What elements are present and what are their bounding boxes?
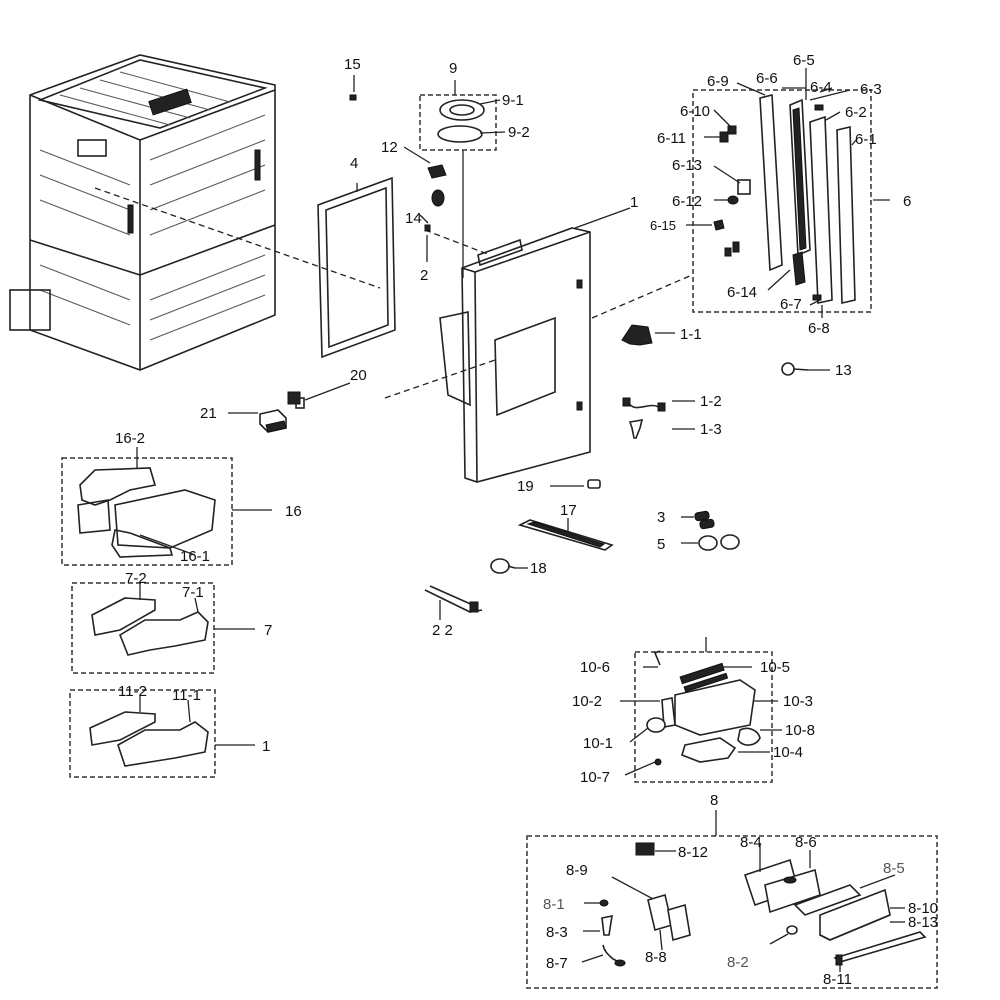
switch-21: [228, 409, 287, 433]
label-6-5: 6-5: [793, 52, 815, 69]
label-11-2: 11-2: [118, 683, 147, 700]
dispenser-group-8: [526, 810, 938, 989]
label-10-6: 10-6: [580, 659, 610, 676]
label-16-1: 16-1: [180, 548, 210, 565]
label-1-2: 1-2: [700, 393, 722, 410]
screw-13: [781, 362, 830, 376]
label-16-2: 16-2: [115, 430, 145, 447]
label-8-3: 8-3: [546, 924, 568, 941]
bin-group-11: [69, 689, 255, 778]
clips-3: [681, 510, 715, 530]
cap-assembly-9: [419, 80, 506, 151]
label-1-1: 1-1: [680, 326, 702, 343]
label-10-7: 10-7: [580, 769, 610, 786]
label-11: 1: [262, 738, 270, 755]
label-8-13: 8-13: [908, 914, 938, 931]
sensor-20: [287, 382, 351, 409]
label-10-8: 10-8: [785, 722, 815, 739]
caps-5: [681, 534, 740, 551]
label-13: 13: [835, 362, 852, 379]
label-8-7: 8-7: [546, 955, 568, 972]
label-9-1: 9-1: [502, 92, 524, 109]
hinge-parts-12-14: [403, 146, 447, 262]
label-10-5: 10-5: [760, 659, 790, 676]
label-12: 12: [381, 139, 398, 156]
label-3: 3: [657, 509, 665, 526]
label-6-11: 6-11: [657, 130, 686, 147]
label-1-3: 1-3: [700, 421, 722, 438]
label-10-3: 10-3: [783, 693, 813, 710]
part-15: [349, 94, 357, 101]
label-6-14: 6-14: [727, 284, 757, 301]
label-8-11: 8-11: [823, 971, 852, 988]
trim-group-6: [686, 68, 890, 318]
label-7-1: 7-1: [182, 584, 204, 601]
cabinet: [9, 54, 276, 371]
hinge-cover-1-1: [621, 324, 675, 346]
strip-17: [517, 518, 614, 551]
label-8-5: 8-5: [883, 860, 905, 877]
label-2: 2: [420, 267, 428, 284]
label-21: 21: [200, 405, 217, 422]
leader-cabinet-gasket: [94, 187, 381, 289]
label-7: 7: [264, 622, 272, 639]
label-14: 14: [405, 210, 422, 227]
label-6-8: 6-8: [808, 320, 830, 337]
bin-group-7: [71, 582, 255, 674]
label-6-9: 6-9: [707, 73, 729, 90]
label-18: 18: [530, 560, 547, 577]
label-17: 17: [560, 502, 577, 519]
label-6-15: 6-15: [650, 218, 676, 233]
label-6-12: 6-12: [672, 193, 702, 210]
label-9-2: 9-2: [508, 124, 530, 141]
wire-1-2: [622, 397, 695, 412]
label-6-6: 6-6: [756, 70, 778, 87]
label-6-10: 6-10: [680, 103, 710, 120]
label-15: 15: [344, 56, 361, 73]
bin-group-16: [61, 447, 272, 566]
label-6-2: 6-2: [845, 104, 867, 121]
label-6-3: 6-3: [860, 81, 882, 98]
label-7-2: 7-2: [125, 570, 147, 587]
leader-door-hinge: [591, 274, 693, 319]
label-20: 20: [350, 367, 367, 384]
ice-maker-group-10: [620, 637, 782, 783]
callout-labels: 15 9 9-1 9-2 12 4 14 2 1 6-5 6-9 6-6 6-4…: [115, 52, 938, 988]
label-9: 9: [449, 60, 457, 77]
label-8-4: 8-4: [740, 834, 762, 851]
label-10-4: 10-4: [773, 744, 803, 761]
label-6-13: 6-13: [672, 157, 702, 174]
label-5: 5: [657, 536, 665, 553]
part-19: [587, 479, 601, 489]
label-11-1: 11-1: [172, 687, 201, 704]
label-8-2: 8-2: [727, 954, 749, 971]
label-8-6: 8-6: [795, 834, 817, 851]
label-22: 2 2: [432, 622, 453, 639]
label-6-1: 6-1: [855, 131, 877, 148]
label-6-7: 6-7: [780, 296, 802, 313]
label-19: 19: [517, 478, 534, 495]
cap-18: [490, 558, 528, 574]
label-8-9: 8-9: [566, 862, 588, 879]
label-16: 16: [285, 503, 302, 520]
label-4: 4: [350, 155, 358, 172]
door-panel: [439, 227, 591, 483]
label-1-door: 1: [630, 194, 638, 211]
pin-1-3: [628, 419, 695, 439]
door-gasket: [317, 176, 396, 359]
label-10-1: 10-1: [583, 735, 613, 752]
label-8-1: 8-1: [543, 896, 565, 913]
label-6-4: 6-4: [810, 79, 832, 96]
label-8-12: 8-12: [678, 844, 708, 861]
bracket-22: [424, 585, 483, 620]
label-8-8: 8-8: [645, 949, 667, 966]
label-8-10: 8-10: [908, 900, 938, 917]
label-6: 6: [903, 193, 911, 210]
label-10-2: 10-2: [572, 693, 602, 710]
label-8: 8: [710, 792, 718, 809]
